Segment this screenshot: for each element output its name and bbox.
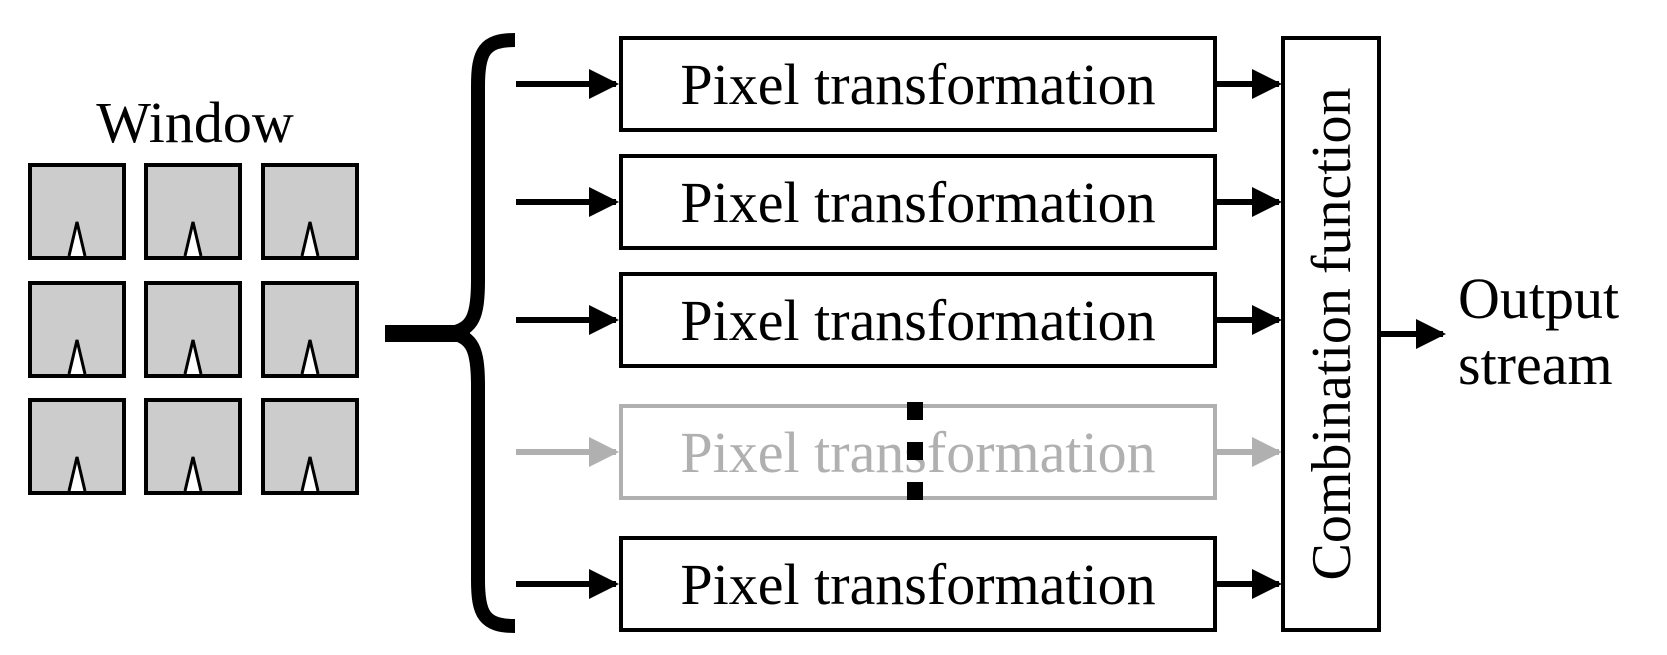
ellipsis-dots bbox=[907, 402, 923, 500]
transform-row: Pixel transformation bbox=[516, 536, 1282, 632]
pixel-transformation-box bbox=[619, 154, 1217, 250]
peak-icon bbox=[183, 456, 203, 492]
peak-icon bbox=[300, 221, 320, 257]
pixel-transformation-label: Pixel transformation bbox=[680, 288, 1155, 353]
peak-icon bbox=[67, 339, 87, 375]
pixel-transformation-box bbox=[619, 36, 1217, 132]
combination-function-label: Combination function bbox=[1301, 87, 1363, 580]
pixel-transformation-box bbox=[619, 272, 1217, 368]
peak-icon bbox=[183, 339, 203, 375]
ellipsis-dot bbox=[907, 402, 923, 420]
peak-icon bbox=[67, 456, 87, 492]
window-cell bbox=[144, 398, 242, 495]
peak-icon bbox=[300, 339, 320, 375]
fan-out-brace bbox=[450, 33, 516, 633]
transform-row: Pixel transformation bbox=[516, 36, 1282, 132]
peak-icon bbox=[67, 221, 87, 257]
ellipsis-dot bbox=[907, 442, 923, 460]
window-title: Window bbox=[96, 90, 294, 155]
peak-icon bbox=[183, 221, 203, 257]
transform-row: Pixel transformation bbox=[516, 154, 1282, 250]
window-cell bbox=[261, 398, 359, 495]
ellipsis-dot bbox=[907, 482, 923, 500]
transform-row: Pixel transformation bbox=[516, 404, 1282, 500]
window-cell bbox=[144, 163, 242, 260]
window-cell bbox=[261, 163, 359, 260]
window-cell bbox=[28, 163, 126, 260]
window-cell bbox=[28, 398, 126, 495]
window-grid bbox=[28, 163, 359, 495]
output-label-line1: Output bbox=[1458, 266, 1619, 331]
input-connector bbox=[385, 325, 470, 342]
window-cell bbox=[144, 281, 242, 378]
pixel-transformation-label: Pixel transformation bbox=[680, 170, 1155, 235]
transform-row: Pixel transformation bbox=[516, 272, 1282, 368]
window-cell bbox=[261, 281, 359, 378]
window-cell bbox=[28, 281, 126, 378]
output-label-line2: stream bbox=[1458, 332, 1613, 397]
pixel-transformation-label: Pixel transformation bbox=[680, 552, 1155, 617]
peak-icon bbox=[300, 456, 320, 492]
pixel-transformation-box bbox=[619, 536, 1217, 632]
pixel-transformation-label: Pixel transformation bbox=[680, 52, 1155, 117]
combination-function-box bbox=[1281, 36, 1381, 632]
